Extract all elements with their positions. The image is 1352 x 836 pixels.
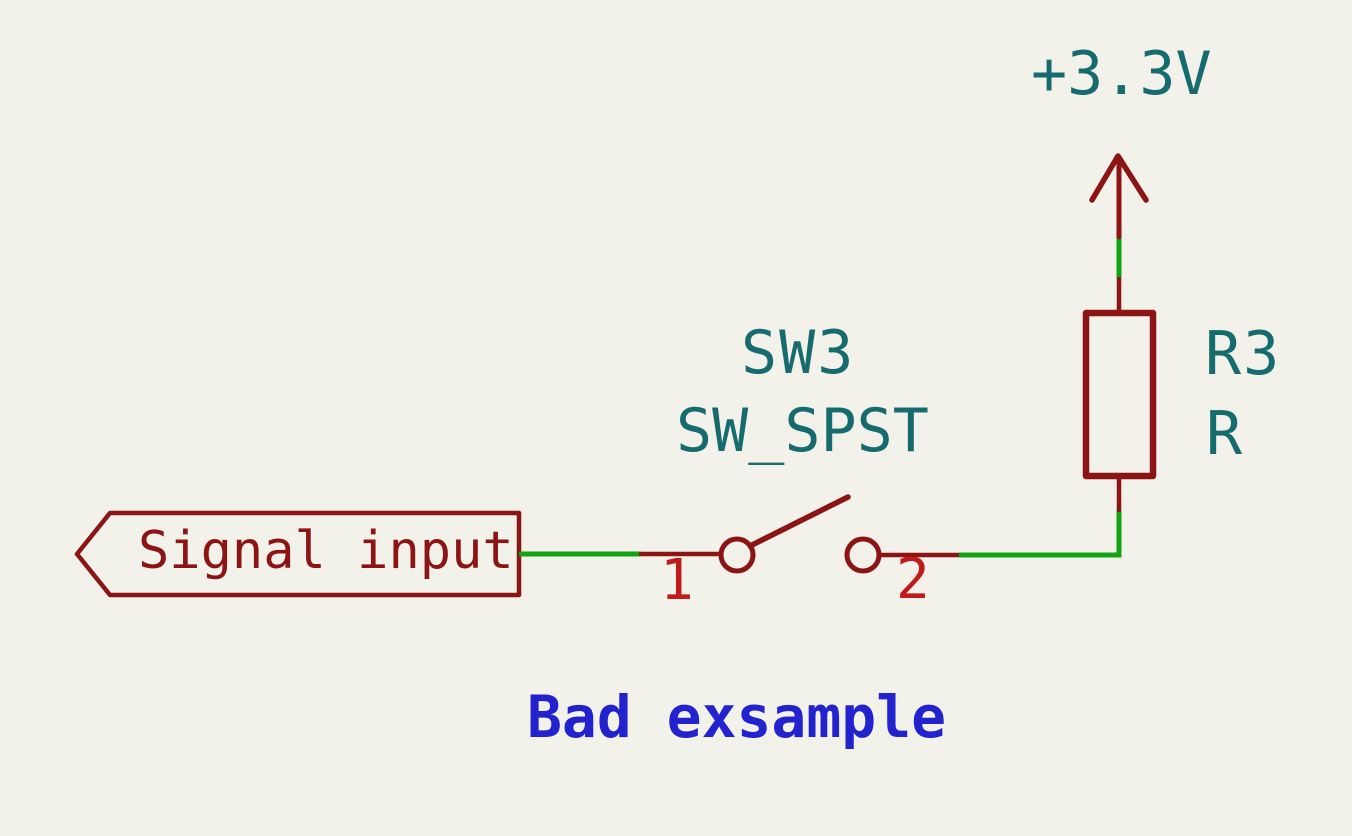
power-symbol-arrow [1089, 153, 1149, 203]
switch-lever [749, 494, 851, 548]
switch-pin2-number: 2 [896, 547, 930, 612]
switch-pin1-contact [718, 536, 756, 574]
switch-pin2-contact [844, 536, 882, 574]
wire-switch-to-resistor [959, 510, 1122, 558]
switch-reference: SW3 [741, 318, 856, 388]
switch-pin1-number: 1 [660, 548, 694, 613]
resistor-body [1082, 309, 1157, 480]
caption-text: Bad exsample [527, 683, 947, 751]
resistor-value: R [1206, 399, 1243, 469]
resistor-reference: R3 [1205, 319, 1282, 389]
hierarchical-label-text: Signal input [138, 521, 514, 581]
switch-value: SW_SPST [676, 396, 929, 466]
power-net-label: +3.3V [1031, 39, 1212, 109]
